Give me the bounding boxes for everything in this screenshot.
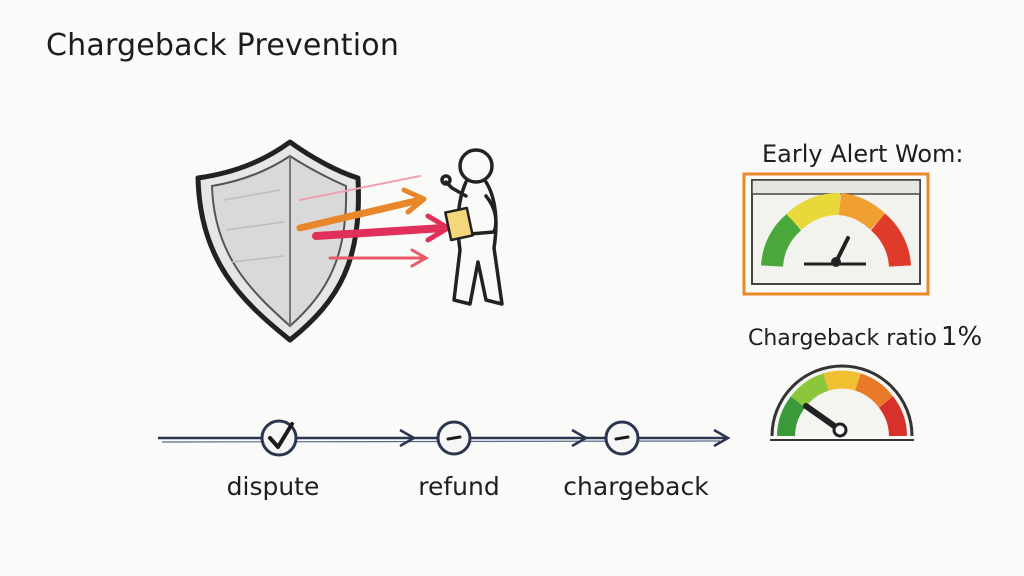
step-label-refund: refund	[418, 472, 500, 501]
flow-step-refund-node	[436, 420, 472, 456]
dash-icon	[614, 435, 630, 441]
person-icon	[440, 148, 504, 306]
early-alert-gauge	[742, 172, 930, 296]
step-label-dispute: dispute	[226, 472, 320, 501]
check-icon	[268, 422, 294, 449]
dash-icon	[446, 435, 462, 441]
page-title: Chargeback Prevention	[46, 28, 400, 63]
ratio-value: 1%	[940, 322, 983, 352]
step-label-chargeback: chargeback	[563, 472, 709, 501]
flow-step-chargeback-node	[604, 420, 640, 456]
flow-step-dispute-node	[260, 419, 298, 457]
shield-icon	[195, 139, 361, 343]
incoming-arrows	[296, 175, 451, 268]
ratio-gauge	[770, 364, 914, 441]
ratio-label-text: Chargeback ratio	[748, 326, 937, 351]
early-alert-label: Early Alert Wom:	[762, 140, 964, 168]
